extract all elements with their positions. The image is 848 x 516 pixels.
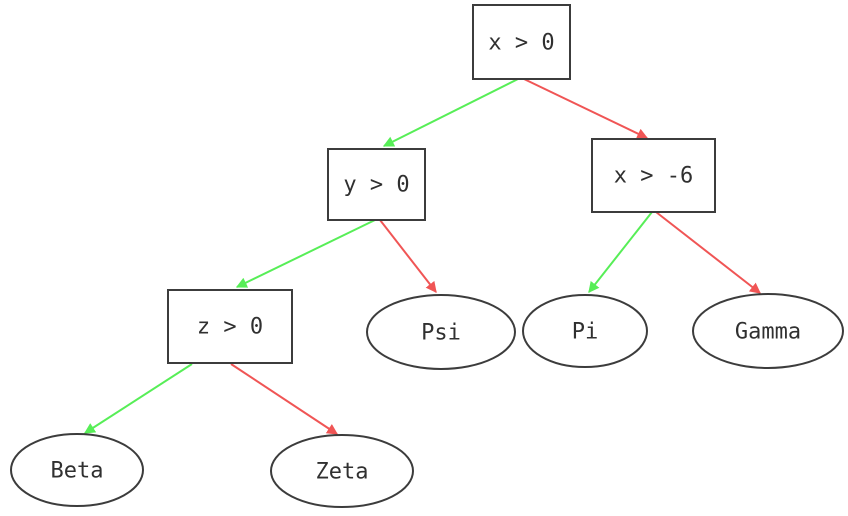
decision-node-z0-box bbox=[167, 289, 293, 364]
leaf-node-beta-label: Beta bbox=[51, 459, 104, 484]
edge-root-to-y0-true bbox=[382, 78, 519, 147]
leaf-node-pi-ellipse bbox=[522, 294, 648, 368]
leaf-node-gamma-label: Gamma bbox=[735, 320, 801, 345]
leaf-node-zeta-ellipse bbox=[270, 434, 414, 508]
leaf-node-pi-label: Pi bbox=[572, 320, 599, 345]
decision-node-y0: y > 0 bbox=[327, 148, 426, 221]
edge-root-to-xm6-false bbox=[523, 78, 649, 139]
leaf-node-beta: Beta bbox=[10, 433, 144, 507]
decision-node-xm6: x > -6 bbox=[591, 138, 716, 213]
leaf-node-psi-label: Psi bbox=[421, 321, 461, 346]
decision-node-z0-label: z > 0 bbox=[197, 315, 263, 340]
leaf-node-psi: Psi bbox=[366, 294, 516, 370]
edge-xm6-to-gamma-false bbox=[655, 211, 761, 294]
decision-node-z0: z > 0 bbox=[167, 289, 293, 364]
leaf-node-gamma-ellipse bbox=[692, 293, 844, 369]
edge-y0-to-psi-false bbox=[379, 219, 437, 293]
leaf-node-beta-ellipse bbox=[10, 433, 144, 507]
leaf-node-psi-ellipse bbox=[366, 294, 516, 370]
edge-y0-to-z0-true bbox=[235, 219, 376, 288]
decision-node-xm6-label: x > -6 bbox=[614, 164, 693, 189]
leaf-node-zeta: Zeta bbox=[270, 434, 414, 508]
decision-node-y0-box bbox=[327, 148, 426, 221]
decision-node-xm6-box bbox=[591, 138, 716, 213]
decision-node-root: x > 0 bbox=[472, 4, 571, 80]
decision-node-root-label: x > 0 bbox=[488, 31, 554, 56]
edge-xm6-to-pi-true bbox=[588, 211, 653, 293]
decision-node-root-box bbox=[472, 4, 571, 80]
edge-z0-to-zeta-false bbox=[230, 363, 339, 435]
leaf-node-zeta-label: Zeta bbox=[316, 460, 369, 485]
leaf-node-pi: Pi bbox=[522, 294, 648, 368]
decision-node-y0-label: y > 0 bbox=[343, 173, 409, 198]
edge-z0-to-beta-true bbox=[83, 363, 193, 434]
leaf-node-gamma: Gamma bbox=[692, 293, 844, 369]
